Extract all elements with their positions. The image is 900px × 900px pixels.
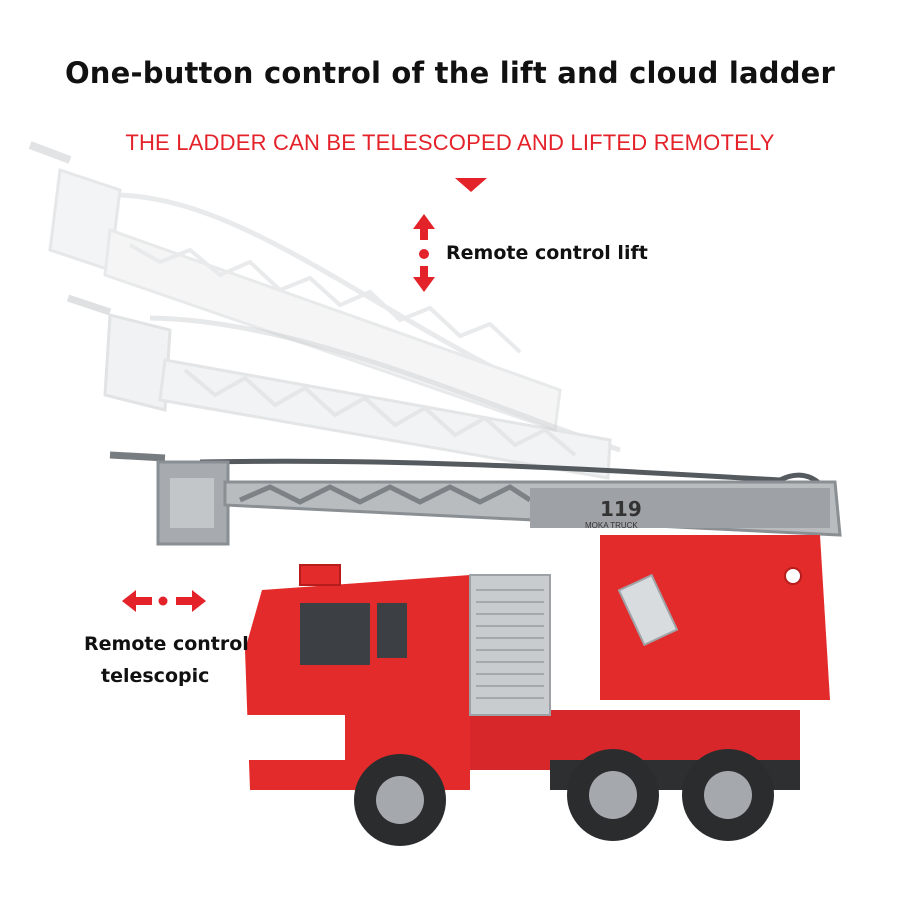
page-subtitle: THE LADDER CAN BE TELESCOPED AND LIFTED … — [125, 130, 775, 155]
ladder-main — [109, 451, 842, 546]
left-right-arrows-icon — [122, 590, 206, 612]
truck-brand: MOKA TRUCK — [585, 521, 638, 530]
truck-number: 119 — [600, 497, 642, 521]
ladder-ghost-mid — [66, 294, 621, 480]
down-triangle-icon — [455, 178, 487, 192]
lift-label: Remote control lift — [446, 242, 648, 264]
telescopic-label-line1: Remote control — [84, 633, 249, 655]
telescopic-label-line2: telescopic — [101, 665, 210, 687]
page-title: One-button control of the lift and cloud… — [64, 56, 836, 90]
telescopic-label: Remote control telescopic — [84, 628, 249, 692]
truck-wheels — [354, 749, 774, 846]
ladder-ghost-high — [28, 141, 562, 433]
up-down-arrows-icon — [413, 214, 435, 292]
